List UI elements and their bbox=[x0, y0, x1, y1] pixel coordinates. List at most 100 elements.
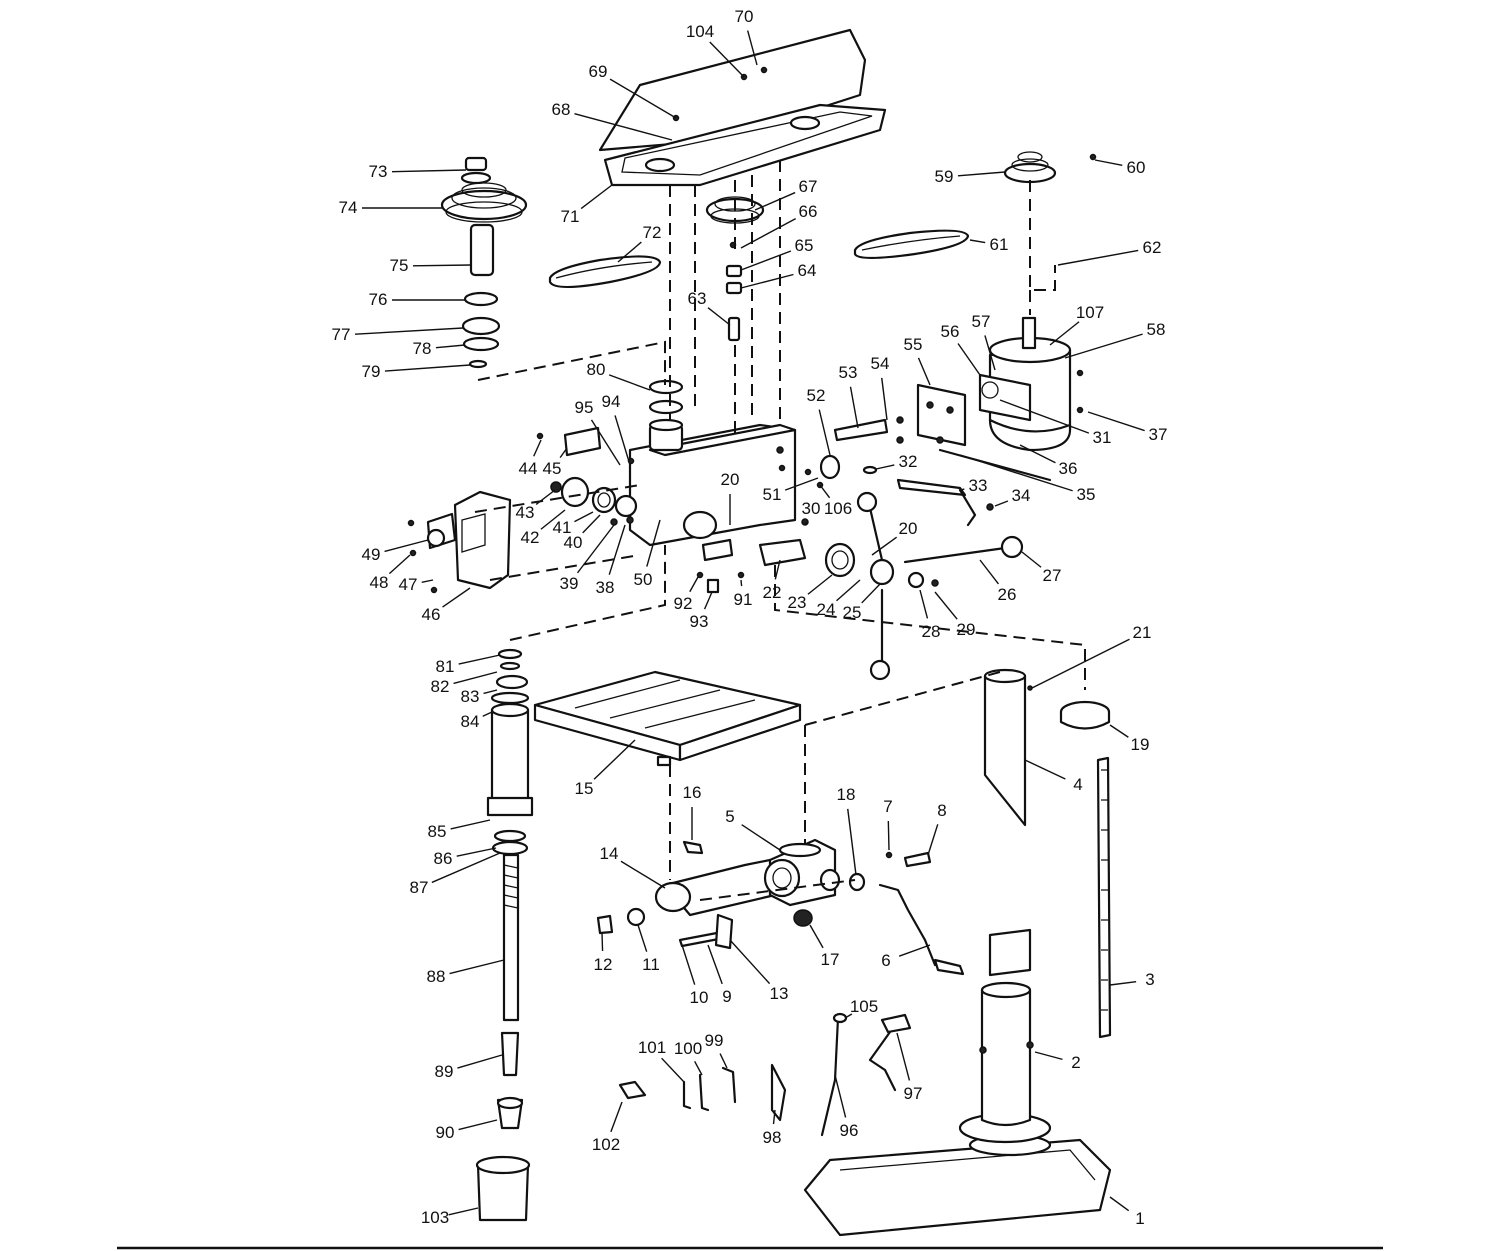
callout-leader bbox=[535, 489, 556, 506]
callout-leader bbox=[590, 419, 621, 466]
callout-leader bbox=[449, 959, 505, 975]
part-number-label: 92 bbox=[674, 594, 693, 613]
part-number-label: 16 bbox=[683, 783, 702, 802]
callout-leader bbox=[580, 184, 613, 210]
part-number-label: 51 bbox=[763, 485, 782, 504]
part-number-label: 86 bbox=[434, 849, 453, 868]
callout-leader bbox=[979, 559, 1000, 585]
callout-leader bbox=[934, 591, 958, 620]
callout-leader bbox=[917, 357, 931, 386]
callout-leader bbox=[740, 273, 794, 289]
callout-leader bbox=[994, 500, 1009, 507]
quill-spring-assembly bbox=[550, 457, 638, 526]
callout-leader bbox=[457, 1054, 503, 1069]
callout-leader bbox=[1031, 638, 1130, 689]
callout-leader bbox=[431, 852, 501, 884]
callout-leader bbox=[774, 559, 781, 580]
switch-box bbox=[407, 426, 602, 594]
part-number-label: 50 bbox=[634, 570, 653, 589]
callout-leader bbox=[898, 944, 931, 957]
callout-leader bbox=[574, 511, 594, 523]
callout-leader bbox=[754, 191, 796, 211]
part-number-label: 39 bbox=[560, 574, 579, 593]
part-number-label: 93 bbox=[690, 612, 709, 631]
part-number-label: 59 bbox=[935, 167, 954, 186]
head-casting bbox=[628, 379, 809, 547]
callout-leader bbox=[1109, 981, 1137, 986]
callout-leader bbox=[1024, 759, 1066, 780]
belt-62 bbox=[853, 229, 970, 260]
callout-leader bbox=[458, 1119, 498, 1131]
callout-leader bbox=[384, 364, 471, 372]
part-number-label: 66 bbox=[799, 202, 818, 221]
callout-leader bbox=[849, 386, 859, 429]
part-number-label: 46 bbox=[422, 605, 441, 624]
callout-leader bbox=[807, 574, 833, 595]
callout-leader bbox=[1109, 1196, 1130, 1212]
part-number-label: 75 bbox=[390, 256, 409, 275]
callout-leader bbox=[1021, 551, 1042, 568]
callout-leader bbox=[576, 524, 615, 574]
part-number-label: 87 bbox=[410, 878, 429, 897]
part-number-label: 61 bbox=[990, 235, 1009, 254]
part-number-label: 81 bbox=[436, 657, 455, 676]
belt-guard-cover bbox=[598, 28, 887, 187]
callout-leader bbox=[620, 860, 666, 889]
part-number-label: 56 bbox=[941, 322, 960, 341]
callout-leader bbox=[919, 589, 929, 619]
callout-leader bbox=[1057, 249, 1139, 266]
callout-leader bbox=[391, 169, 467, 173]
quill-spindle bbox=[475, 648, 534, 1222]
work-table bbox=[533, 670, 802, 767]
callout-leader bbox=[959, 488, 965, 491]
callout-leader bbox=[818, 409, 831, 456]
callout-leader bbox=[703, 591, 713, 610]
belt-72 bbox=[548, 255, 662, 289]
part-number-label: 21 bbox=[1133, 623, 1152, 642]
part-number-label: 57 bbox=[972, 312, 991, 331]
part-number-label: 53 bbox=[839, 363, 858, 382]
part-number-label: 3 bbox=[1145, 970, 1154, 989]
part-number-label: 26 bbox=[998, 585, 1017, 604]
callout-leader bbox=[435, 344, 466, 349]
part-number-label: 83 bbox=[461, 687, 480, 706]
callout-leader bbox=[694, 1060, 703, 1076]
part-number-label: 98 bbox=[763, 1128, 782, 1147]
callout-leader bbox=[784, 477, 819, 491]
part-number-label: 48 bbox=[370, 573, 389, 592]
part-number-label: 13 bbox=[770, 984, 789, 1003]
part-number-label: 90 bbox=[436, 1123, 455, 1142]
callout-leader bbox=[482, 711, 493, 717]
part-number-label: 52 bbox=[807, 386, 826, 405]
part-number-label: 76 bbox=[369, 290, 388, 309]
part-number-label: 94 bbox=[602, 392, 621, 411]
callout-leader bbox=[1064, 333, 1143, 359]
part-number-label: 38 bbox=[596, 578, 615, 597]
callout-leader bbox=[1087, 411, 1145, 432]
part-number-label: 7 bbox=[883, 797, 892, 816]
part-number-label: 20 bbox=[721, 470, 740, 489]
part-number-label: 31 bbox=[1093, 428, 1112, 447]
part-number-label: 85 bbox=[428, 822, 447, 841]
callout-leader bbox=[458, 654, 501, 665]
part-number-label: 96 bbox=[840, 1121, 859, 1140]
part-number-label: 104 bbox=[686, 22, 714, 41]
part-number-label: 20 bbox=[899, 519, 918, 538]
callout-leader bbox=[617, 241, 642, 263]
callout-leader bbox=[582, 514, 601, 534]
callout-leader bbox=[614, 415, 631, 466]
part-number-label: 80 bbox=[587, 360, 606, 379]
callout-leader bbox=[601, 932, 604, 952]
callout-leader bbox=[681, 944, 696, 985]
table-bracket bbox=[596, 838, 965, 976]
part-number-label: 91 bbox=[734, 590, 753, 609]
callout-leader bbox=[881, 377, 888, 421]
part-number-label: 41 bbox=[553, 518, 572, 537]
part-number-label: 30 bbox=[802, 499, 821, 518]
callout-leader bbox=[719, 1053, 728, 1069]
callout-leader bbox=[483, 689, 498, 695]
callout-leader bbox=[746, 30, 758, 66]
part-number-label: 28 bbox=[922, 622, 941, 641]
part-number-label: 35 bbox=[1077, 485, 1096, 504]
motor bbox=[916, 316, 1084, 452]
